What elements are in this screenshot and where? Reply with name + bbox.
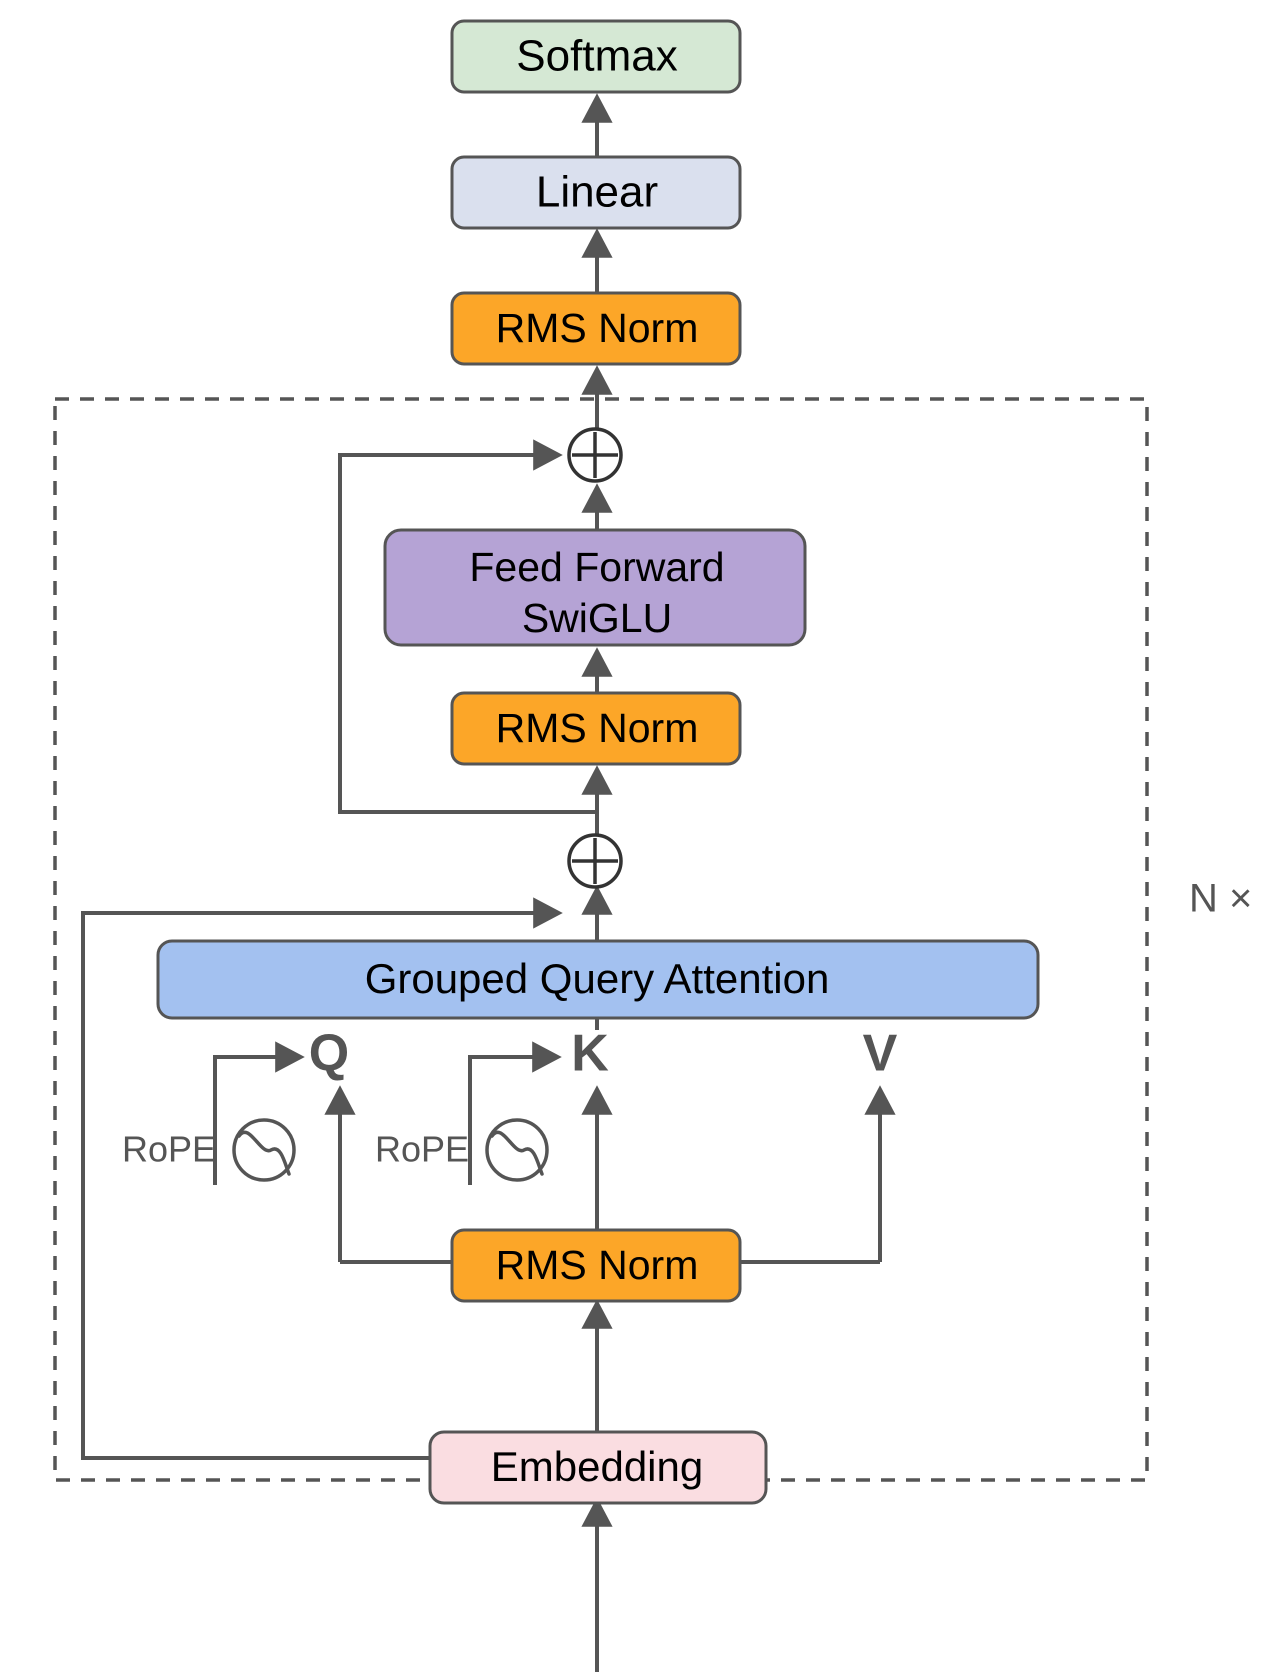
repeated-block-frame — [53, 397, 1149, 1482]
rope-to-q-arrow — [213, 1041, 305, 1185]
block-feed-forward[interactable]: Feed Forward SwiGLU — [383, 528, 807, 647]
residual-add-ffn — [567, 427, 623, 483]
query-label: Q — [309, 1025, 349, 1083]
embedding-box — [428, 1430, 768, 1505]
block-rms-norm-attention[interactable]: RMS Norm — [450, 1228, 742, 1303]
block-embedding[interactable]: Embedding — [428, 1430, 768, 1505]
embedding-label: Embedding — [491, 1443, 703, 1490]
ffn-residual-path — [338, 439, 597, 814]
block-rms-norm-final[interactable]: RMS Norm — [450, 291, 742, 366]
key-label: K — [571, 1025, 609, 1083]
repeat-count-label: N × — [1189, 877, 1252, 921]
rms-norm-attention-label: RMS Norm — [496, 1242, 699, 1288]
softmax-box — [450, 19, 742, 94]
rms-norm-ffn-box — [450, 691, 742, 766]
rms-norm-attention-box — [450, 1228, 742, 1303]
rope-to-k-arrow — [468, 1041, 562, 1185]
rms-norm-ffn-label: RMS Norm — [496, 705, 699, 751]
block-rms-norm-ffn[interactable]: RMS Norm — [450, 691, 742, 766]
residual-add-attention — [567, 833, 623, 889]
sine-wave-circle-icon — [485, 1118, 549, 1182]
rms-norm-final-label: RMS Norm — [496, 305, 699, 351]
rope-key-group: RoPE — [375, 1118, 549, 1182]
block-grouped-query-attention[interactable]: Grouped Query Attention — [156, 939, 1040, 1020]
rms-norm-final-box — [450, 291, 742, 366]
value-label: V — [863, 1025, 898, 1083]
linear-box — [450, 155, 742, 230]
feed-forward-label-line1: Feed Forward — [469, 544, 724, 590]
rope-key-label: RoPE — [375, 1129, 469, 1170]
feed-forward-box — [383, 528, 807, 647]
block-softmax[interactable]: Softmax — [450, 19, 742, 94]
feed-forward-label-line2: SwiGLU — [522, 595, 672, 641]
softmax-label: Softmax — [516, 32, 677, 81]
rope-query-group: RoPE — [122, 1118, 296, 1182]
attention-box — [156, 939, 1040, 1020]
attention-label: Grouped Query Attention — [365, 955, 830, 1002]
sine-wave-circle-icon — [232, 1118, 296, 1182]
rope-query-label: RoPE — [122, 1129, 216, 1170]
attention-residual-path — [81, 897, 597, 1460]
linear-label: Linear — [536, 168, 658, 217]
block-linear[interactable]: Linear — [450, 155, 742, 230]
